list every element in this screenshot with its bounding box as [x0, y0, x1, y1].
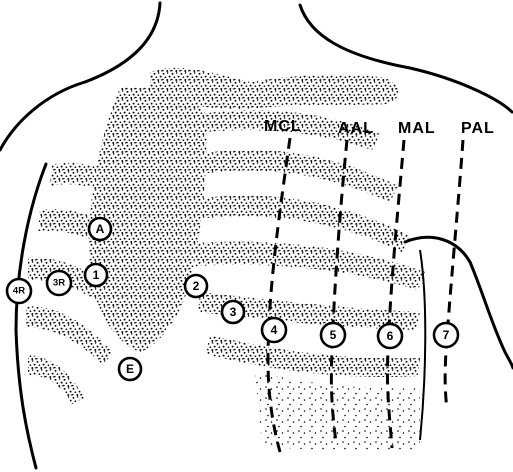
- electrode-1-label: 1: [93, 268, 100, 282]
- electrode-3r: 3R: [47, 271, 71, 295]
- electrode-4: 4: [262, 318, 286, 342]
- electrode-4r: 4R: [7, 279, 31, 303]
- shoulder-right-outline: [410, 68, 512, 112]
- electrode-2: 2: [185, 275, 207, 297]
- neck-left-outline: [85, 3, 160, 82]
- electrode-1: 1: [85, 264, 107, 286]
- rib-left-5: [28, 355, 84, 404]
- guide-label-mcl: MCL: [264, 118, 302, 135]
- electrode-7: 7: [434, 323, 458, 347]
- neck-right-outline: [300, 5, 410, 68]
- electrode-7-label: 7: [443, 328, 450, 342]
- shoulder-left-outline: [0, 82, 85, 150]
- pal-line: [445, 140, 463, 408]
- electrode-3: 3: [222, 301, 244, 323]
- guide-label-mal: MAL: [398, 120, 436, 137]
- electrode-e-label: E: [126, 362, 134, 376]
- electrode-3-label: 3: [230, 305, 237, 319]
- electrode-a-label: A: [96, 222, 105, 236]
- rib-right-2: [188, 150, 398, 202]
- electrode-5: 5: [321, 323, 345, 347]
- guide-label-aal: AAL: [338, 120, 374, 137]
- electrode-4r-label: 4R: [13, 286, 25, 297]
- guide-label-pal: PAL: [461, 120, 495, 137]
- lower-chest-shading: [255, 372, 420, 451]
- electrode-4-label: 4: [271, 323, 278, 337]
- rib-right-4: [195, 242, 425, 290]
- electrode-3r-label: 3R: [53, 278, 65, 289]
- electrode-a: A: [89, 218, 111, 240]
- electrode-6: 6: [378, 324, 402, 348]
- electrode-5-label: 5: [330, 328, 337, 342]
- electrode-e: E: [119, 358, 141, 380]
- electrode-6-label: 6: [387, 329, 394, 343]
- electrode-2-label: 2: [193, 279, 200, 293]
